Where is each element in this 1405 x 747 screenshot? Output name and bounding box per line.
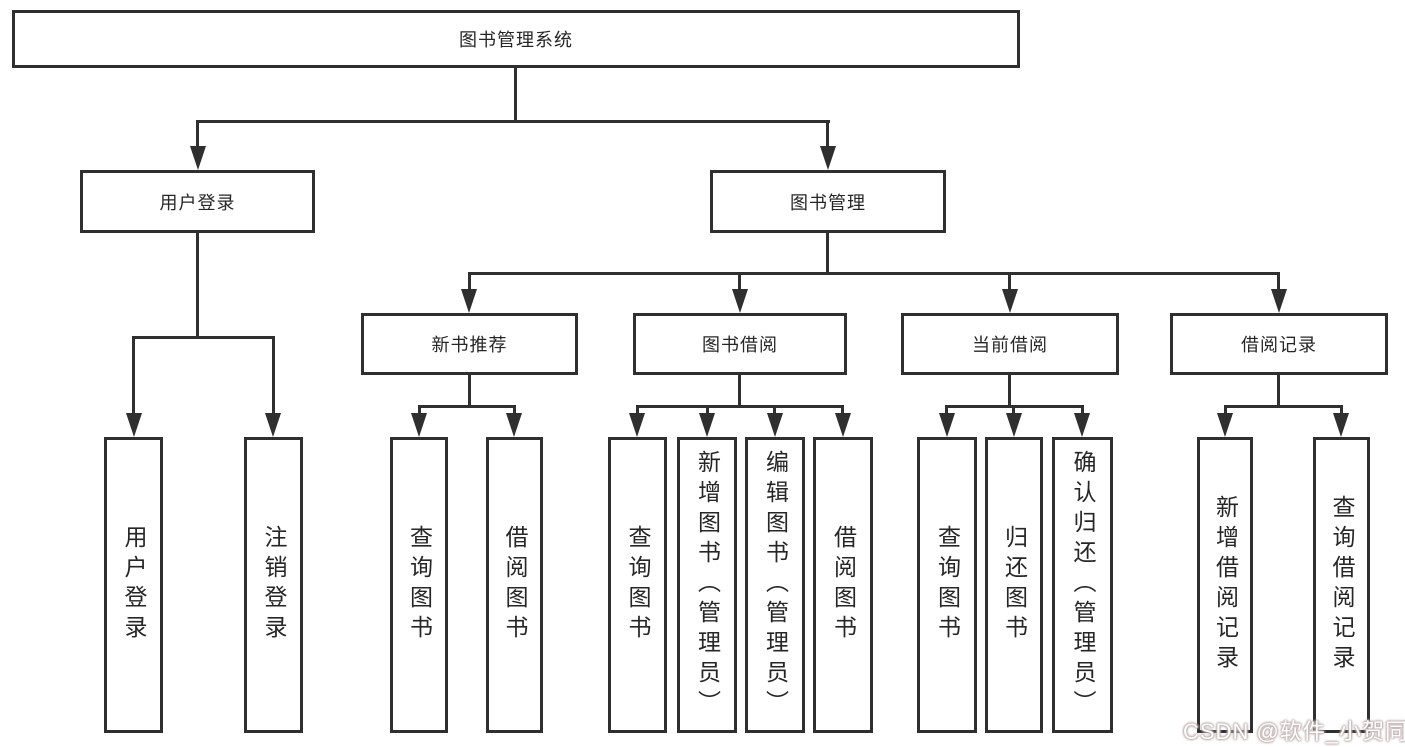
arrow-down-icon <box>767 413 783 437</box>
arrow-down-icon <box>629 413 645 437</box>
arrow-down-icon <box>126 413 142 437</box>
connector-line <box>1224 405 1227 415</box>
leaf-add-borrow-record: 新增借阅记录 <box>1197 437 1253 733</box>
node-book-borrowing: 图书借阅 <box>633 313 847 375</box>
connector-line <box>1012 405 1015 415</box>
arrow-down-icon <box>1074 413 1090 437</box>
leaf-confirm-return-admin: 确认归还（管理员） <box>1052 437 1113 733</box>
connector-line <box>1008 272 1011 291</box>
connector-line <box>196 120 830 123</box>
connector-line <box>1340 405 1343 415</box>
leaf-return-book: 归还图书 <box>985 437 1043 733</box>
connector-line <box>1224 405 1342 408</box>
connector-line <box>418 405 516 408</box>
connector-line <box>636 405 844 408</box>
arrow-down-icon <box>1217 413 1233 437</box>
arrow-down-icon <box>506 413 522 437</box>
node-label: 图书借阅 <box>702 335 778 355</box>
arrow-down-icon <box>1271 289 1287 313</box>
node-book-management: 图书管理 <box>710 170 946 233</box>
connector-line <box>945 405 948 415</box>
connector-line <box>468 272 1280 275</box>
connector-line <box>1081 405 1084 415</box>
arrow-down-icon <box>265 413 281 437</box>
arrow-down-icon <box>820 146 836 170</box>
connector-line <box>706 405 709 415</box>
leaf-query-books-1: 查询图书 <box>390 437 448 733</box>
arrow-down-icon <box>699 413 715 437</box>
connector-line <box>826 233 829 275</box>
node-label: 用户登录 <box>121 525 147 645</box>
node-label: 确认归还（管理员） <box>1070 450 1096 720</box>
node-label: 查询图书 <box>625 525 651 645</box>
node-label: 注销登录 <box>261 525 287 645</box>
connector-line <box>841 405 844 415</box>
arrow-down-icon <box>835 413 851 437</box>
arrow-down-icon <box>1002 289 1018 313</box>
connector-line <box>738 272 741 291</box>
connector-line <box>132 336 275 339</box>
node-label: 图书管理 <box>790 192 866 213</box>
node-label: 图书管理系统 <box>459 30 573 50</box>
node-label: 归还图书 <box>1001 525 1028 645</box>
node-borrowing-records: 借阅记录 <box>1170 313 1388 375</box>
node-new-book-recommend: 新书推荐 <box>361 313 578 375</box>
connector-line <box>773 405 776 415</box>
node-user-login: 用户登录 <box>80 170 315 233</box>
arrow-down-icon <box>461 289 477 313</box>
arrow-down-icon <box>190 146 206 170</box>
connector-line <box>636 405 639 415</box>
connector-line <box>418 405 421 415</box>
leaf-query-borrow-record: 查询借阅记录 <box>1313 437 1370 733</box>
connector-line <box>196 233 199 339</box>
node-label: 用户登录 <box>159 192 236 213</box>
node-book-system: 图书管理系统 <box>12 10 1020 68</box>
leaf-query-books-2: 查询图书 <box>608 437 667 733</box>
node-label: 借阅图书 <box>502 525 528 645</box>
connector-line <box>1008 375 1011 407</box>
arrow-down-icon <box>1333 413 1349 437</box>
connector-line <box>196 120 199 148</box>
connector-line <box>132 336 135 415</box>
node-label: 新增图书（管理员） <box>694 450 721 720</box>
leaf-query-books-3: 查询图书 <box>917 437 977 733</box>
node-current-borrowing: 当前借阅 <box>901 313 1119 375</box>
connector-line <box>514 68 517 123</box>
node-label: 当前借阅 <box>972 335 1048 355</box>
connector-line <box>272 336 275 415</box>
node-label: 查询图书 <box>406 525 433 645</box>
arrow-down-icon <box>732 289 748 313</box>
leaf-borrow-books-2: 借阅图书 <box>813 437 873 733</box>
connector-line <box>1277 272 1280 291</box>
leaf-borrow-books-1: 借阅图书 <box>486 437 543 733</box>
arrow-down-icon <box>939 413 955 437</box>
node-label: 新书推荐 <box>431 335 508 355</box>
connector-line <box>738 375 741 407</box>
node-label: 借阅图书 <box>830 525 857 645</box>
csdn-watermark: CSDN @软件_小贺同学 <box>1183 719 1405 744</box>
connector-line <box>826 120 829 148</box>
connector-line <box>513 405 516 415</box>
node-label: 借阅记录 <box>1241 335 1317 355</box>
node-label: 查询借阅记录 <box>1329 495 1355 675</box>
node-label: 新增借阅记录 <box>1212 495 1239 675</box>
arrow-down-icon <box>1006 413 1022 437</box>
arrow-down-icon <box>411 413 427 437</box>
connector-line <box>468 375 471 407</box>
leaf-user-login: 用户登录 <box>104 437 163 733</box>
leaf-logout: 注销登录 <box>244 437 303 733</box>
node-label: 编辑图书（管理员） <box>762 450 789 720</box>
connector-line <box>1277 375 1280 407</box>
connector-line <box>468 272 471 291</box>
leaf-add-book-admin: 新增图书（管理员） <box>677 437 737 733</box>
leaf-edit-book-admin: 编辑图书（管理员） <box>745 437 805 733</box>
node-label: 查询图书 <box>934 525 961 645</box>
